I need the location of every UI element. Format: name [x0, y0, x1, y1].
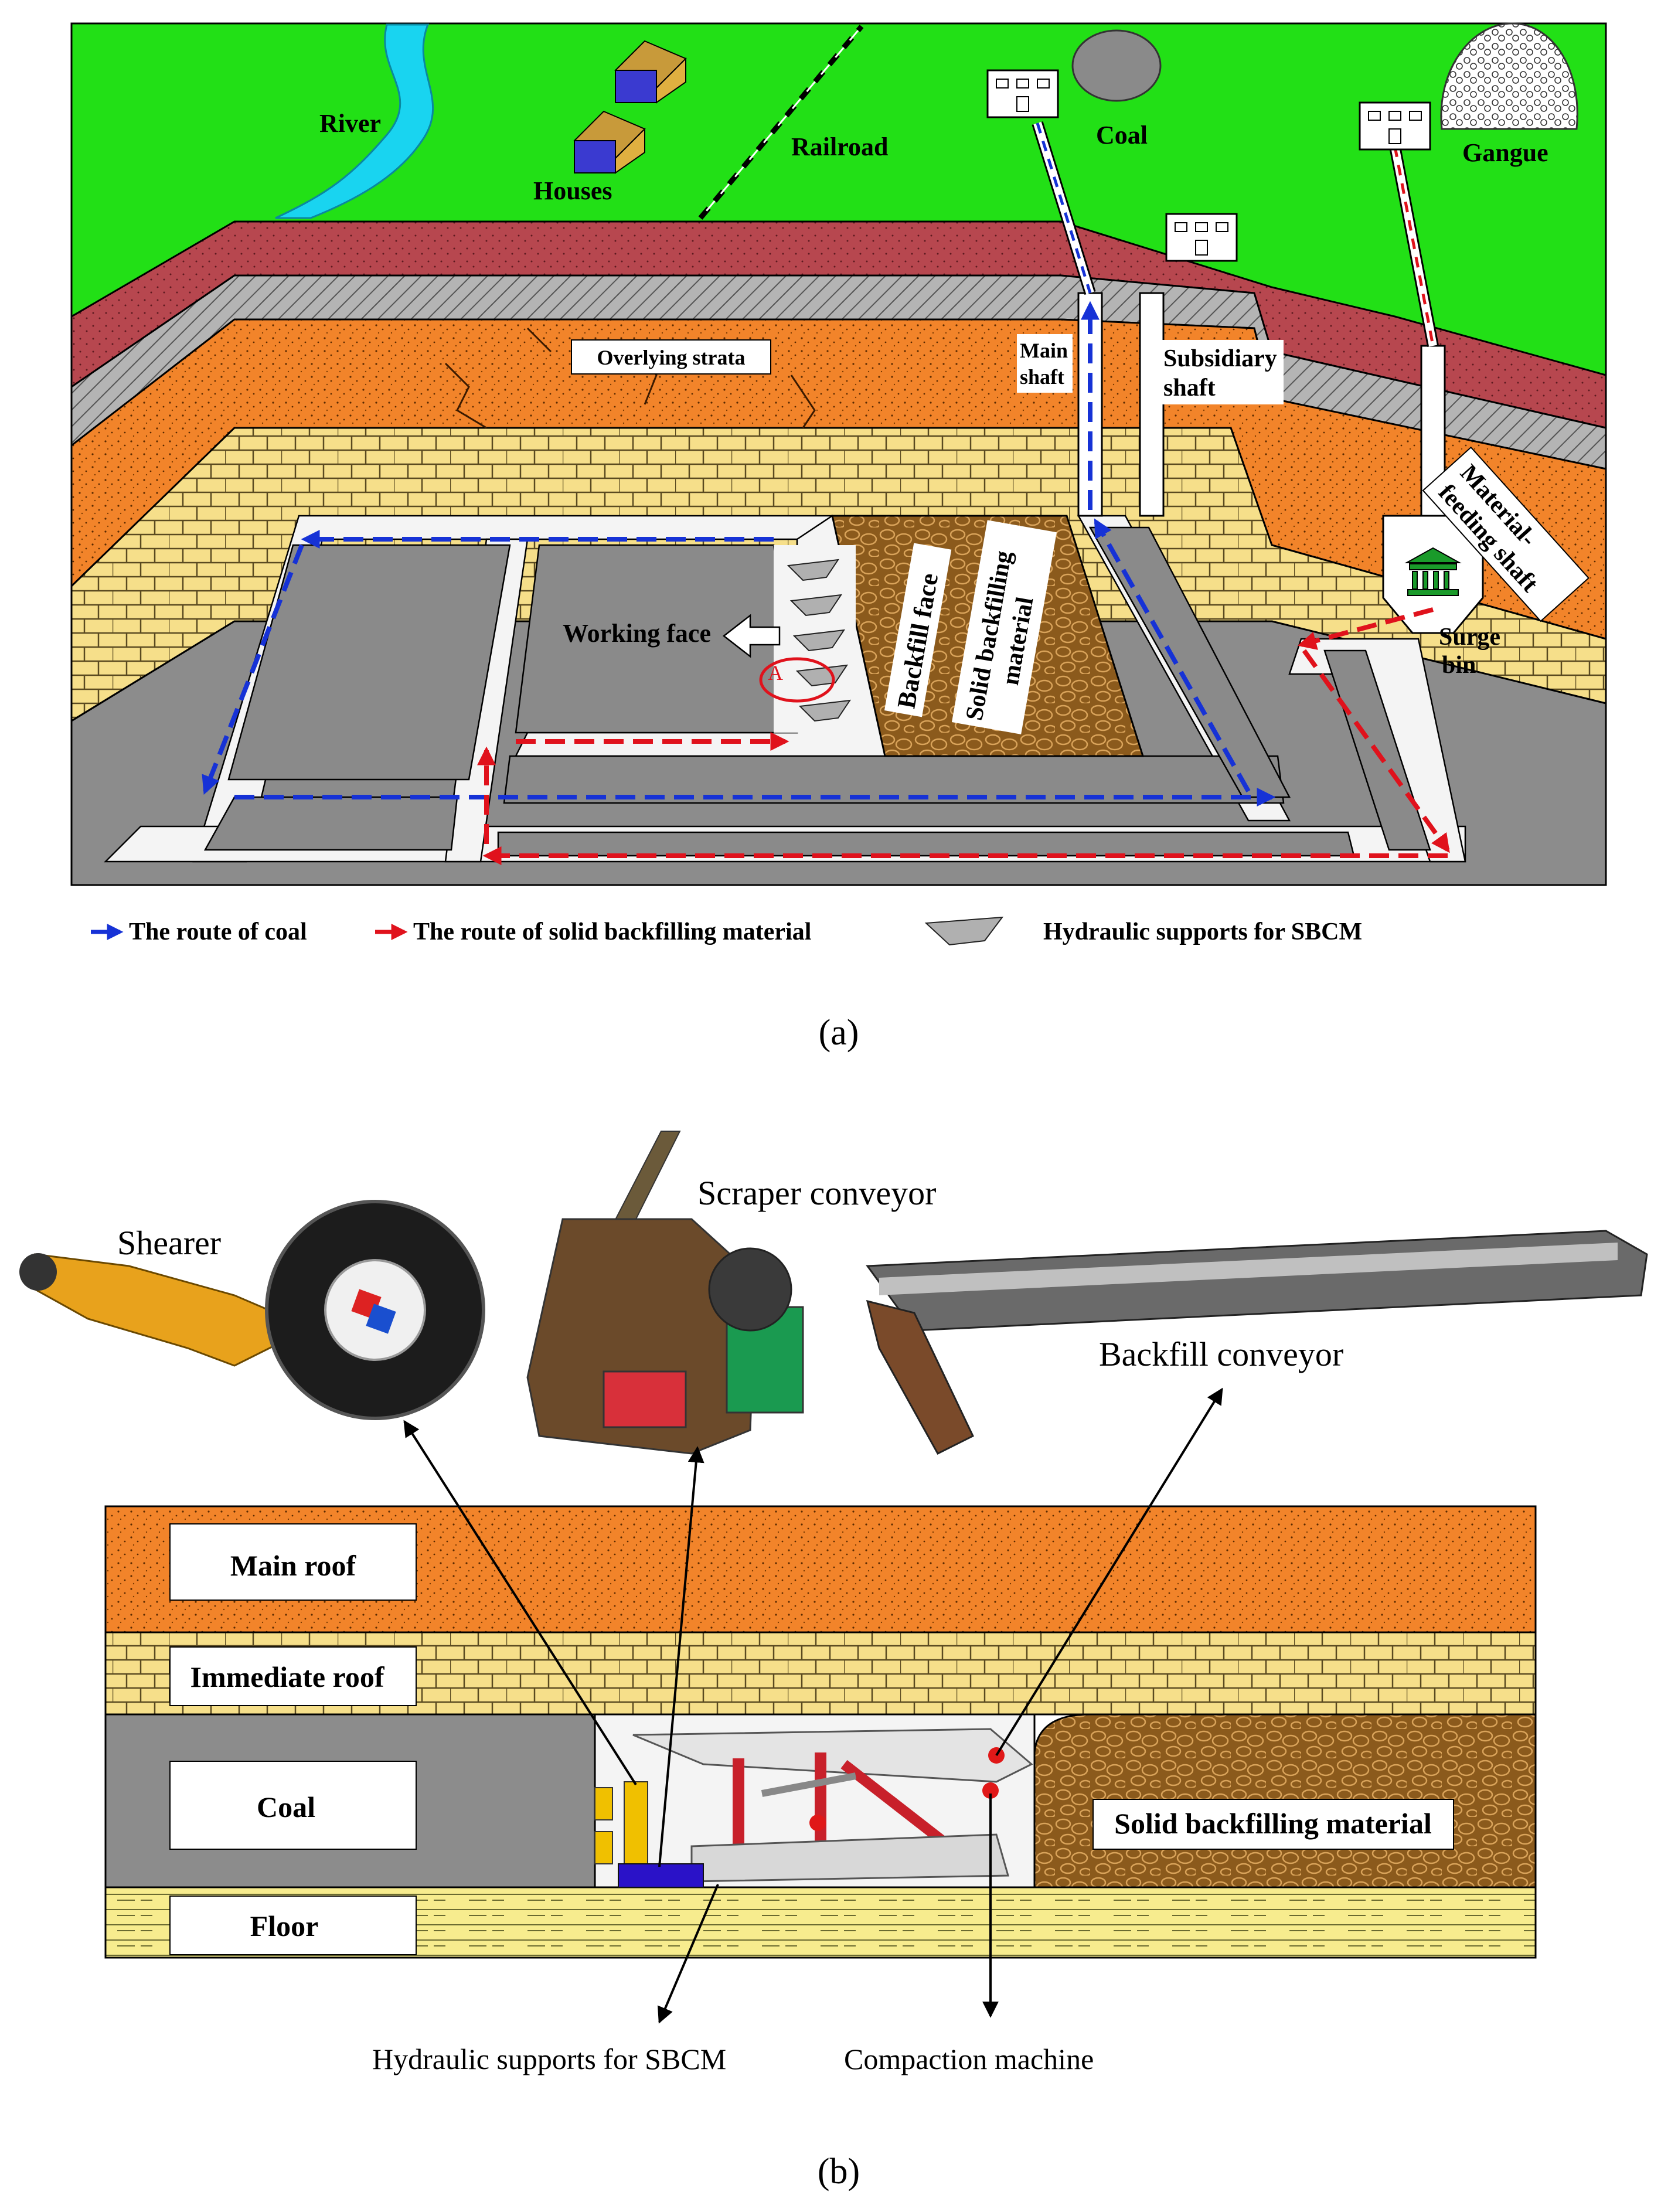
house-icon: [614, 40, 687, 104]
label-subsidiary-shaft-2: shaft: [1163, 375, 1216, 401]
shearer-block: [594, 1831, 613, 1864]
scraper-conveyor-image: [526, 1131, 804, 1455]
label-solid-backfill: Solid backfilling material: [1114, 1807, 1432, 1840]
overlying-strata-label-box: [571, 339, 771, 375]
building-icon: [1359, 101, 1431, 151]
label-gangue: Gangue: [1462, 138, 1548, 167]
label-river: River: [319, 109, 381, 138]
marker-a-circle: [759, 657, 835, 703]
backfill-conveyor-image: [866, 1230, 1648, 1455]
floor-label-box: [169, 1895, 417, 1955]
scraper-conveyor-block: [618, 1863, 704, 1888]
backfill-route: [477, 607, 1450, 865]
panel-b: Shearer Scraper conveyor Backfill convey…: [19, 1131, 1648, 2191]
solid-backfill-label-box: [951, 520, 1057, 734]
label-floor: Floor: [250, 1910, 319, 1942]
coal-label-box: [169, 1761, 417, 1850]
solid-backfill-label-box: [1092, 1799, 1454, 1850]
coal-panels: [203, 526, 1431, 857]
house-icon: [573, 110, 646, 174]
label-coal: Coal: [1096, 121, 1148, 149]
river: [275, 23, 434, 219]
gangue-pile-icon: [1440, 22, 1578, 130]
working-face-arrow: [722, 614, 781, 658]
label-working-face: Working face: [563, 619, 711, 648]
legend-backfill-route: The route of solid backfilling material: [413, 918, 811, 945]
building-icon: [986, 69, 1059, 118]
label-hydraulic-supports: Hydraulic supports for SBCM: [372, 2043, 726, 2075]
building-icon: [1165, 213, 1238, 262]
label-surge-bin-1: Surge: [1439, 624, 1500, 651]
legend-supports: Hydraulic supports for SBCM: [1043, 918, 1362, 945]
label-shearer: Shearer: [117, 1224, 221, 1262]
label-subsidiary-shaft-1: Subsidiary: [1163, 345, 1277, 372]
panel-a-label: (a): [819, 1013, 859, 1053]
label-compaction-machine: Compaction machine: [844, 2043, 1094, 2075]
subsidiary-shaft-label-box: [1160, 340, 1284, 404]
legend-coal-route: The route of coal: [129, 918, 307, 945]
shearer-body-block: [624, 1781, 648, 1873]
label-backfill-conveyor: Backfill conveyor: [1099, 1335, 1343, 1373]
label-main-shaft-2: shaft: [1020, 365, 1064, 389]
surge-bin-icon: [1404, 547, 1462, 596]
immediate-roof-label-box: [169, 1646, 417, 1706]
main-shaft-label-box: [1017, 334, 1073, 393]
legend-support-icon: [924, 916, 1004, 946]
label-immediate-roof: Immediate roof: [190, 1660, 385, 1693]
coal-route: [202, 301, 1276, 806]
panel-b-label: (b): [818, 2152, 860, 2191]
legend: The route of coal The route of solid bac…: [91, 916, 1362, 946]
label-coal-layer: Coal: [257, 1791, 315, 1823]
main-roof-label-box: [169, 1523, 417, 1601]
label-scraper-conveyor: Scraper conveyor: [697, 1174, 936, 1212]
label-houses: Houses: [533, 176, 612, 205]
hydraulic-supports-at-face: [787, 559, 852, 722]
label-railroad: Railroad: [791, 132, 888, 161]
label-surge-bin-2: bin: [1442, 652, 1476, 679]
label-overlying-strata: Overlying strata: [597, 346, 746, 369]
subsidiary-shaft: [1139, 292, 1165, 517]
label-main-roof: Main roof: [230, 1549, 357, 1582]
coal-pile-icon: [1071, 29, 1162, 102]
material-shaft-label-box: [1422, 446, 1589, 622]
shearer-block: [594, 1787, 613, 1820]
pointer-arrows: [403, 1387, 1223, 2024]
shearer-image: [19, 1200, 485, 1420]
railroad: [698, 25, 864, 220]
label-main-shaft-1: Main: [1020, 339, 1068, 362]
backfill-face-label-box: [884, 543, 952, 717]
hydraulic-support-image: [632, 1728, 1033, 1883]
panel-a: River Houses Railroad Coal Gangue Overly…: [70, 22, 1607, 1053]
label-marker-a: A: [768, 661, 783, 685]
